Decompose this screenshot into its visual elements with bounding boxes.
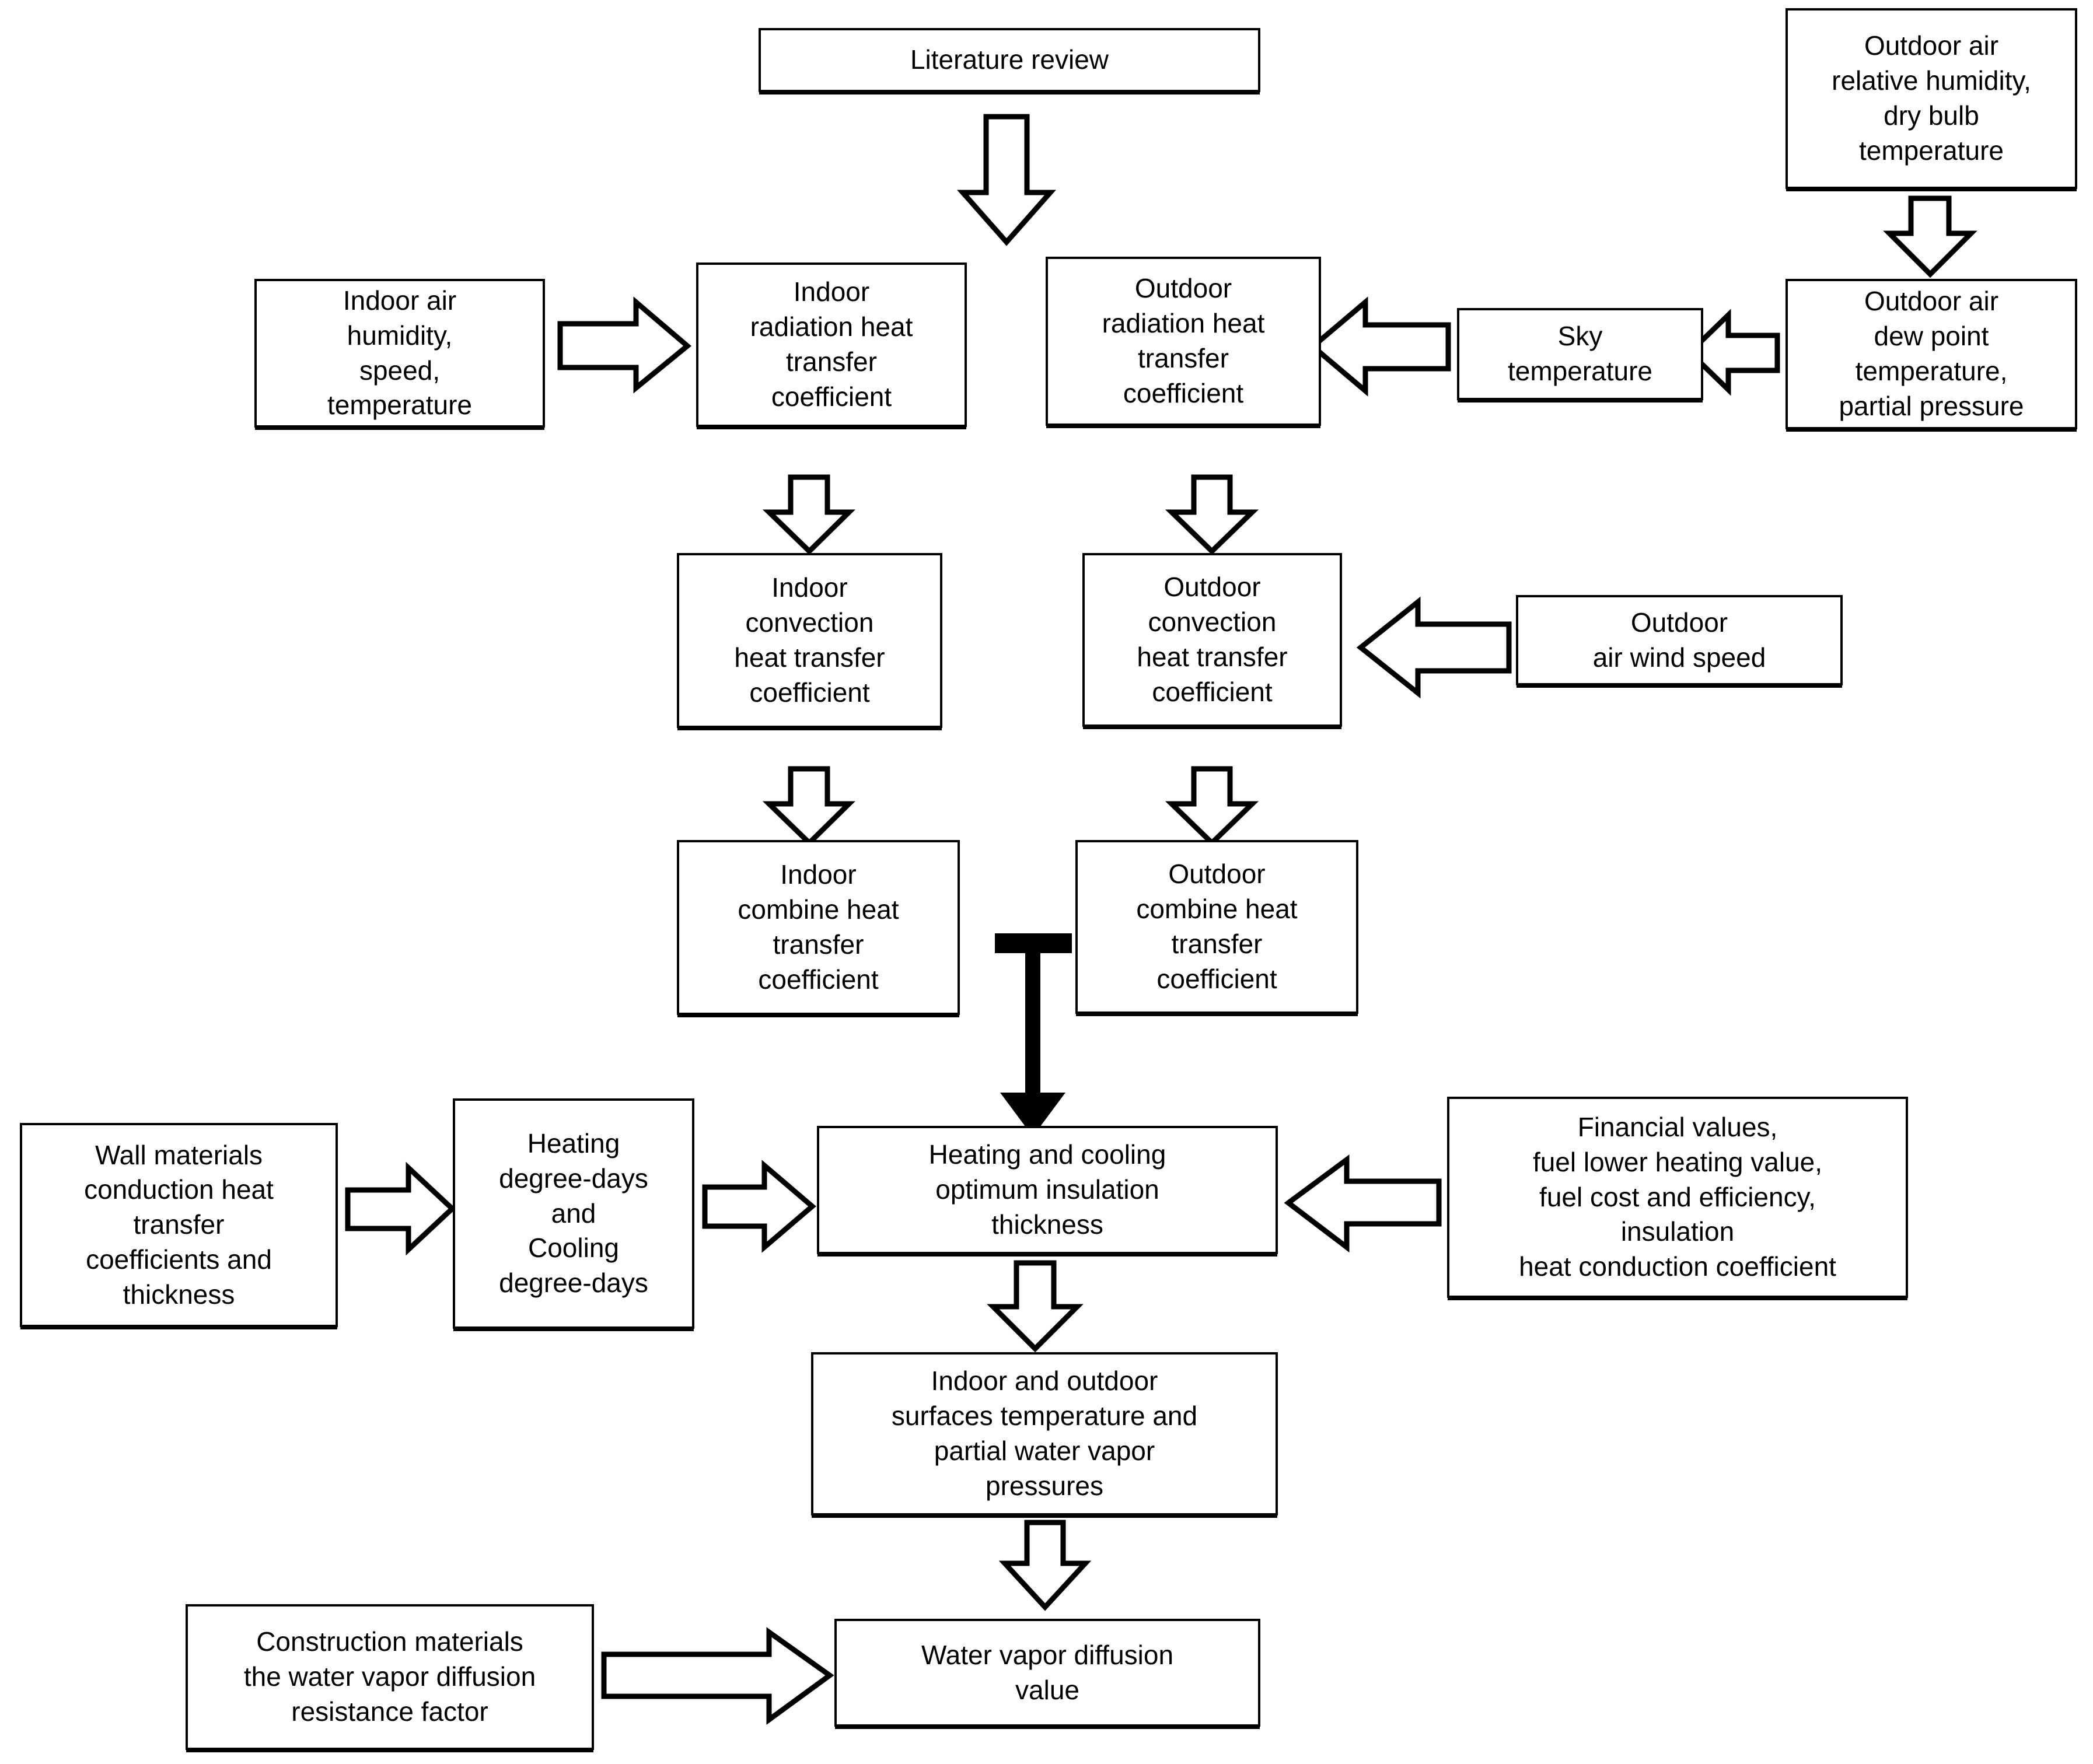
node-optimum-insulation: Heating and cooling optimum insulation t… — [817, 1126, 1278, 1254]
node-label-outdoor-air-dewpoint: Outdoor air dew point temperature, parti… — [1839, 286, 2024, 421]
tee-bar-combines-to-optimum — [995, 933, 1072, 953]
node-surface-temp-pressures: Indoor and outdoor surfaces temperature … — [811, 1352, 1278, 1516]
arrow-wind-to-outdoor-convection — [1356, 596, 1512, 699]
arrow-surfaces-to-vapor — [998, 1520, 1092, 1611]
arrow-indoorair-to-indoor-radiation — [557, 296, 692, 394]
node-outdoor-air-rh: Outdoor air relative humidity, dry bulb … — [1785, 8, 2077, 189]
node-label-outdoor-convection: Outdoor convection heat transfer coeffic… — [1137, 572, 1288, 707]
node-label-construction-materials: Construction materials the water vapor d… — [243, 1626, 536, 1727]
arrow-lit-to-indoor-radiation — [957, 114, 1056, 246]
arrow-outdoorair-to-dewpoint — [1883, 195, 1977, 278]
node-indoor-radiation: Indoor radiation heat transfer coefficie… — [696, 262, 967, 427]
arrow-indoor-conv-to-combine — [762, 766, 855, 847]
node-indoor-air: Indoor air humidity, speed, temperature — [254, 279, 545, 428]
node-indoor-combine: Indoor combine heat transfer coefficient — [677, 840, 960, 1015]
node-label-financial-values: Financial values, fuel lower heating val… — [1519, 1112, 1836, 1282]
node-label-degree-days: Heating degree-days and Cooling degree-d… — [499, 1128, 648, 1298]
arrow-wall-to-degree-days — [345, 1161, 456, 1256]
node-wall-materials: Wall materials conduction heat transfer … — [20, 1123, 338, 1327]
node-outdoor-convection: Outdoor convection heat transfer coeffic… — [1082, 553, 1342, 727]
node-construction-materials: Construction materials the water vapor d… — [186, 1604, 594, 1750]
node-label-indoor-combine: Indoor combine heat transfer coefficient — [738, 859, 899, 995]
node-label-surface-temp-pressures: Indoor and outdoor surfaces temperature … — [891, 1366, 1198, 1501]
node-label-optimum-insulation: Heating and cooling optimum insulation t… — [928, 1139, 1166, 1240]
node-label-sky-temperature: Sky temperature — [1507, 321, 1652, 386]
node-water-vapor-diffusion: Water vapor diffusion value — [834, 1619, 1260, 1727]
arrow-outdoor-conv-to-combine — [1165, 766, 1259, 847]
node-literature-review: Literature review — [759, 28, 1260, 92]
node-label-water-vapor-diffusion: Water vapor diffusion value — [921, 1639, 1174, 1705]
node-label-outdoor-radiation: Outdoor radiation heat transfer coeffici… — [1102, 273, 1265, 408]
arrow-outdoor-rad-to-conv — [1165, 474, 1259, 555]
tee-stem-combines-to-optimum — [1025, 951, 1040, 1120]
node-label-literature-review: Literature review — [910, 44, 1109, 75]
node-outdoor-combine: Outdoor combine heat transfer coefficien… — [1075, 840, 1358, 1014]
arrow-financial-to-optimum — [1284, 1154, 1442, 1253]
node-outdoor-air-dewpoint: Outdoor air dew point temperature, parti… — [1785, 279, 2077, 429]
node-outdoor-radiation: Outdoor radiation heat transfer coeffici… — [1046, 257, 1321, 426]
arrow-degree-days-to-optimum — [702, 1160, 816, 1253]
node-label-wall-materials: Wall materials conduction heat transfer … — [84, 1139, 274, 1310]
node-sky-temperature: Sky temperature — [1457, 308, 1703, 400]
node-label-indoor-convection: Indoor convection heat transfer coeffici… — [734, 572, 885, 708]
node-financial-values: Financial values, fuel lower heating val… — [1447, 1097, 1908, 1298]
node-outdoor-wind-speed: Outdoor air wind speed — [1516, 595, 1843, 685]
arrow-construction-to-vapor — [601, 1627, 834, 1725]
node-label-outdoor-combine: Outdoor combine heat transfer coefficien… — [1136, 859, 1298, 994]
node-label-outdoor-wind-speed: Outdoor air wind speed — [1592, 607, 1766, 673]
node-label-indoor-radiation: Indoor radiation heat transfer coefficie… — [750, 276, 913, 412]
arrow-sky-to-outdoor-radiation — [1309, 296, 1451, 397]
arrow-optimum-to-surfaces — [987, 1260, 1084, 1353]
node-degree-days: Heating degree-days and Cooling degree-d… — [453, 1098, 694, 1329]
node-indoor-convection: Indoor convection heat transfer coeffici… — [677, 553, 942, 728]
arrow-indoor-rad-to-conv — [762, 474, 855, 555]
node-label-outdoor-air-rh: Outdoor air relative humidity, dry bulb … — [1832, 30, 2031, 166]
node-label-indoor-air: Indoor air humidity, speed, temperature — [327, 285, 472, 421]
